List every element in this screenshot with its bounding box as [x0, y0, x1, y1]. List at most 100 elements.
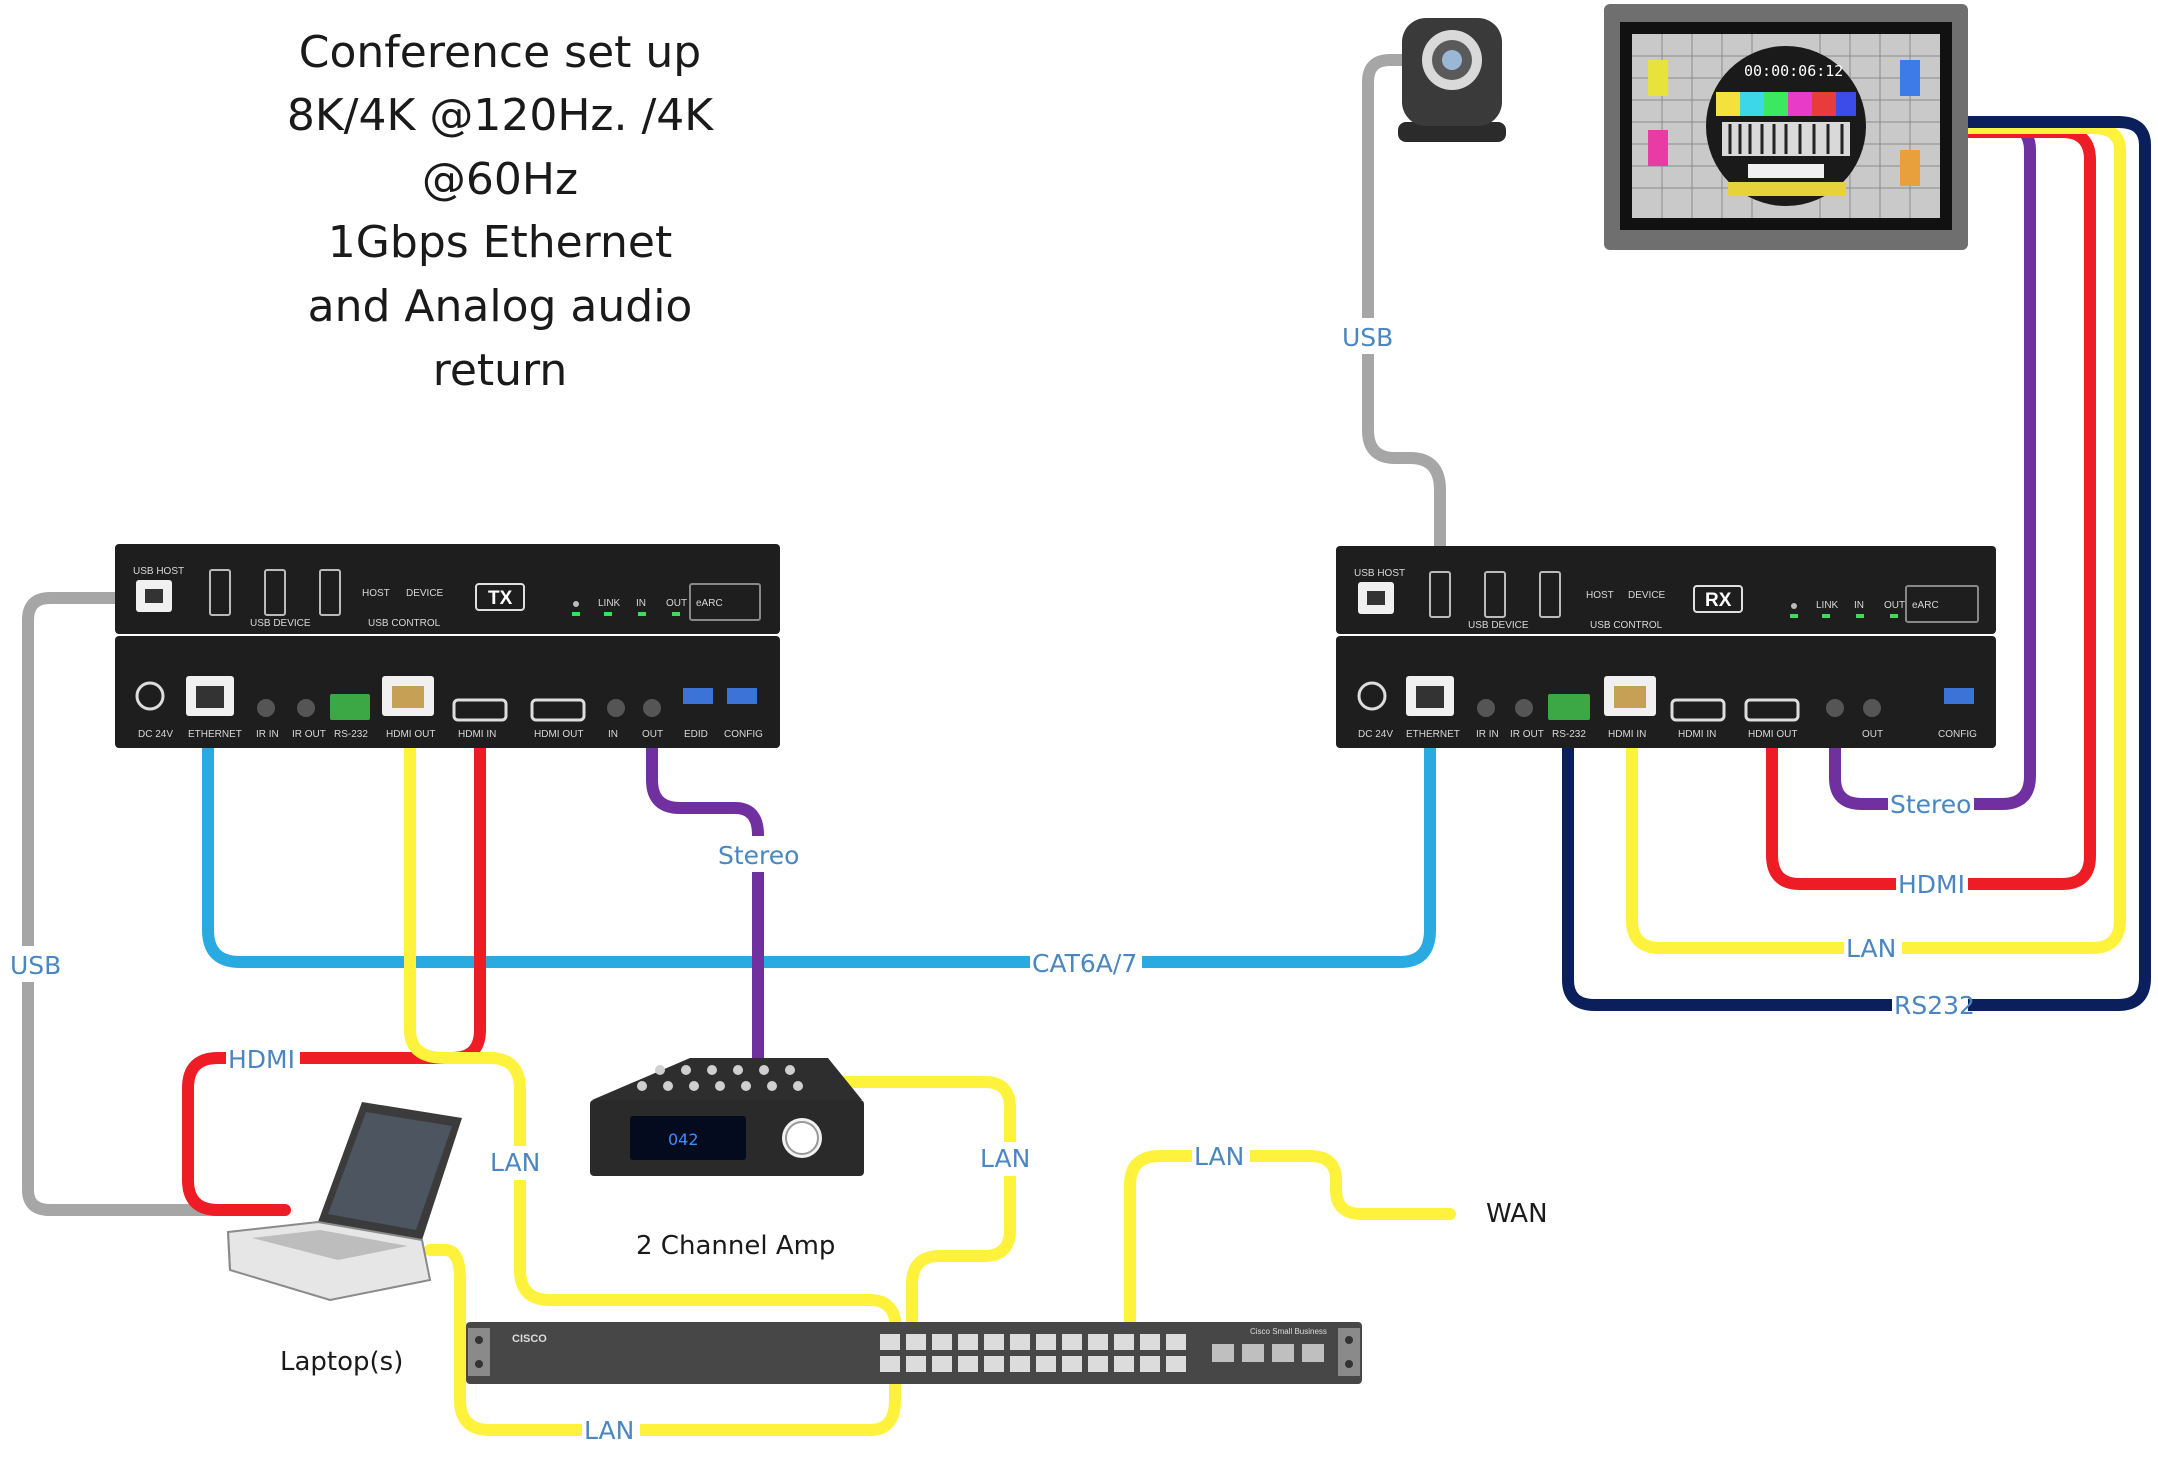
rx-port-label-4: RS-232 — [1552, 729, 1586, 740]
tx-port-label-8: IN — [608, 729, 618, 740]
rx-port-label-8: OUT — [1862, 729, 1883, 740]
tx-out-label: OUT — [666, 598, 687, 609]
switch-port[interactable] — [1088, 1334, 1108, 1350]
switch-ports — [880, 1334, 1324, 1372]
rx-earc-label: eARC — [1912, 600, 1939, 611]
switch-port[interactable] — [1062, 1334, 1082, 1350]
tx-extender: USB HOST USB DEVICE HOST DEVICE USB CONT… — [115, 544, 780, 748]
title-line-5: and Analog audio — [308, 281, 693, 332]
switch-sfp-port[interactable] — [1212, 1344, 1234, 1362]
usb-cable-camera-rx — [1362, 54, 1446, 606]
tx-audio-out[interactable] — [643, 699, 661, 717]
rx-ir-out[interactable] — [1515, 699, 1533, 717]
tx-usb-device-port-1[interactable] — [209, 569, 231, 616]
switch-port[interactable] — [932, 1334, 952, 1350]
tx-ir-out[interactable] — [297, 699, 315, 717]
switch-port[interactable] — [1140, 1356, 1160, 1372]
switch-sfp-port[interactable] — [1302, 1344, 1324, 1362]
switch-port[interactable] — [958, 1356, 978, 1372]
tx-usb-control-label: USB CONTROL — [368, 618, 441, 629]
tx-port-label-1: ETHERNET — [188, 729, 242, 740]
rx-hdmi-out[interactable] — [1744, 698, 1800, 722]
rx-usb-control-label: USB CONTROL — [1590, 620, 1663, 631]
laptop-screen — [328, 1112, 452, 1230]
tx-hdmi-in-earc[interactable] — [452, 698, 508, 722]
rx-extender: USB HOST USB DEVICE HOST DEVICE USB CONT… — [1336, 546, 1996, 748]
tx-usb-device-port-2[interactable] — [264, 569, 286, 616]
switch-port[interactable] — [906, 1356, 926, 1372]
tx-config-switch[interactable] — [727, 688, 757, 704]
switch-sfp-port[interactable] — [1242, 1344, 1264, 1362]
tx-hdmi-out[interactable] — [530, 698, 586, 722]
switch-port[interactable] — [1010, 1356, 1030, 1372]
switch-port[interactable] — [880, 1356, 900, 1372]
rx-usb-device-label: USB DEVICE — [1468, 620, 1529, 631]
rx-port-label-7: HDMI OUT — [1748, 729, 1797, 740]
rs232-cable-rx-display — [1562, 116, 2151, 1011]
switch-port[interactable] — [1114, 1356, 1134, 1372]
tx-usb-device-label: USB DEVICE — [250, 618, 311, 629]
rx-dc-jack[interactable] — [1357, 681, 1387, 711]
label-hdmi-laptop: HDMI — [228, 1045, 295, 1074]
rx-rs232-terminal[interactable] — [1548, 694, 1590, 720]
rx-usb-device-port-3[interactable] — [1539, 571, 1561, 618]
rx-hdmi-in[interactable] — [1670, 698, 1726, 722]
switch-port[interactable] — [880, 1334, 900, 1350]
switch-port[interactable] — [984, 1356, 1004, 1372]
tx-device-label: DEVICE — [406, 588, 444, 599]
switch-port[interactable] — [1166, 1356, 1186, 1372]
label-laptop: Laptop(s) — [280, 1347, 403, 1377]
rx-usb-device-port-2[interactable] — [1484, 571, 1506, 618]
rx-ir-in[interactable] — [1477, 699, 1495, 717]
tx-link-label: LINK — [598, 598, 621, 609]
switch-port[interactable] — [984, 1334, 1004, 1350]
tx-ir-in[interactable] — [257, 699, 275, 717]
rx-audio-in[interactable] — [1826, 699, 1844, 717]
switch-port[interactable] — [1140, 1334, 1160, 1350]
tx-audio-in[interactable] — [607, 699, 625, 717]
tx-rs232-terminal[interactable] — [330, 694, 370, 720]
switch-port[interactable] — [1036, 1356, 1056, 1372]
switch-port[interactable] — [906, 1334, 926, 1350]
switch-port[interactable] — [932, 1356, 952, 1372]
tx-port-label-7: HDMI OUT — [534, 729, 583, 740]
switch-port[interactable] — [958, 1334, 978, 1350]
switch-port[interactable] — [1062, 1356, 1082, 1372]
label-cat6: CAT6A/7 — [1032, 949, 1137, 978]
switch-sfp-port[interactable] — [1272, 1344, 1294, 1362]
title-line-2: 8K/4K @120Hz. /4K — [287, 90, 714, 141]
rx-audio-out[interactable] — [1863, 699, 1881, 717]
tx-edid-switch[interactable] — [683, 688, 713, 704]
tx-usb-device-port-3[interactable] — [319, 569, 341, 616]
title-line-4: 1Gbps Ethernet — [328, 217, 672, 268]
rx-front-panel — [1336, 546, 1996, 634]
switch-port[interactable] — [1088, 1356, 1108, 1372]
diagram-title: Conference set up 8K/4K @120Hz. /4K @60H… — [287, 27, 714, 396]
tx-in-label: IN — [636, 598, 646, 609]
rx-port-label-3: IR OUT — [1510, 729, 1544, 740]
label-rs232: RS232 — [1894, 991, 1975, 1020]
switch-port[interactable] — [1036, 1334, 1056, 1350]
rx-config-switch[interactable] — [1944, 688, 1974, 704]
rack-ear-left — [468, 1328, 490, 1376]
tx-port-label-3: IR OUT — [292, 729, 326, 740]
amp-display-value: 042 — [668, 1130, 699, 1149]
tx-dc-jack[interactable] — [135, 681, 165, 711]
rx-usb-device-port-1[interactable] — [1429, 571, 1451, 618]
switch-port[interactable] — [1166, 1334, 1186, 1350]
cat6-cable — [202, 694, 1436, 968]
switch-port[interactable] — [1114, 1334, 1134, 1350]
rx-link-label: LINK — [1816, 600, 1839, 611]
switch-port[interactable] — [1010, 1334, 1030, 1350]
network-switch: CISCO Cisco Small Business — [466, 1322, 1362, 1384]
rx-device-label: DEVICE — [1628, 590, 1666, 601]
tx-front-panel — [115, 544, 780, 634]
lan-cable-switch-wan — [1124, 1150, 1456, 1366]
rx-out-label: OUT — [1884, 600, 1905, 611]
rx-in-label: IN — [1854, 600, 1864, 611]
tx-rear-panel — [115, 636, 780, 748]
power-icon — [573, 601, 579, 607]
camera-base — [1398, 122, 1506, 142]
tx-port-label-9: OUT — [642, 729, 663, 740]
keyboard-icon — [252, 1230, 408, 1260]
